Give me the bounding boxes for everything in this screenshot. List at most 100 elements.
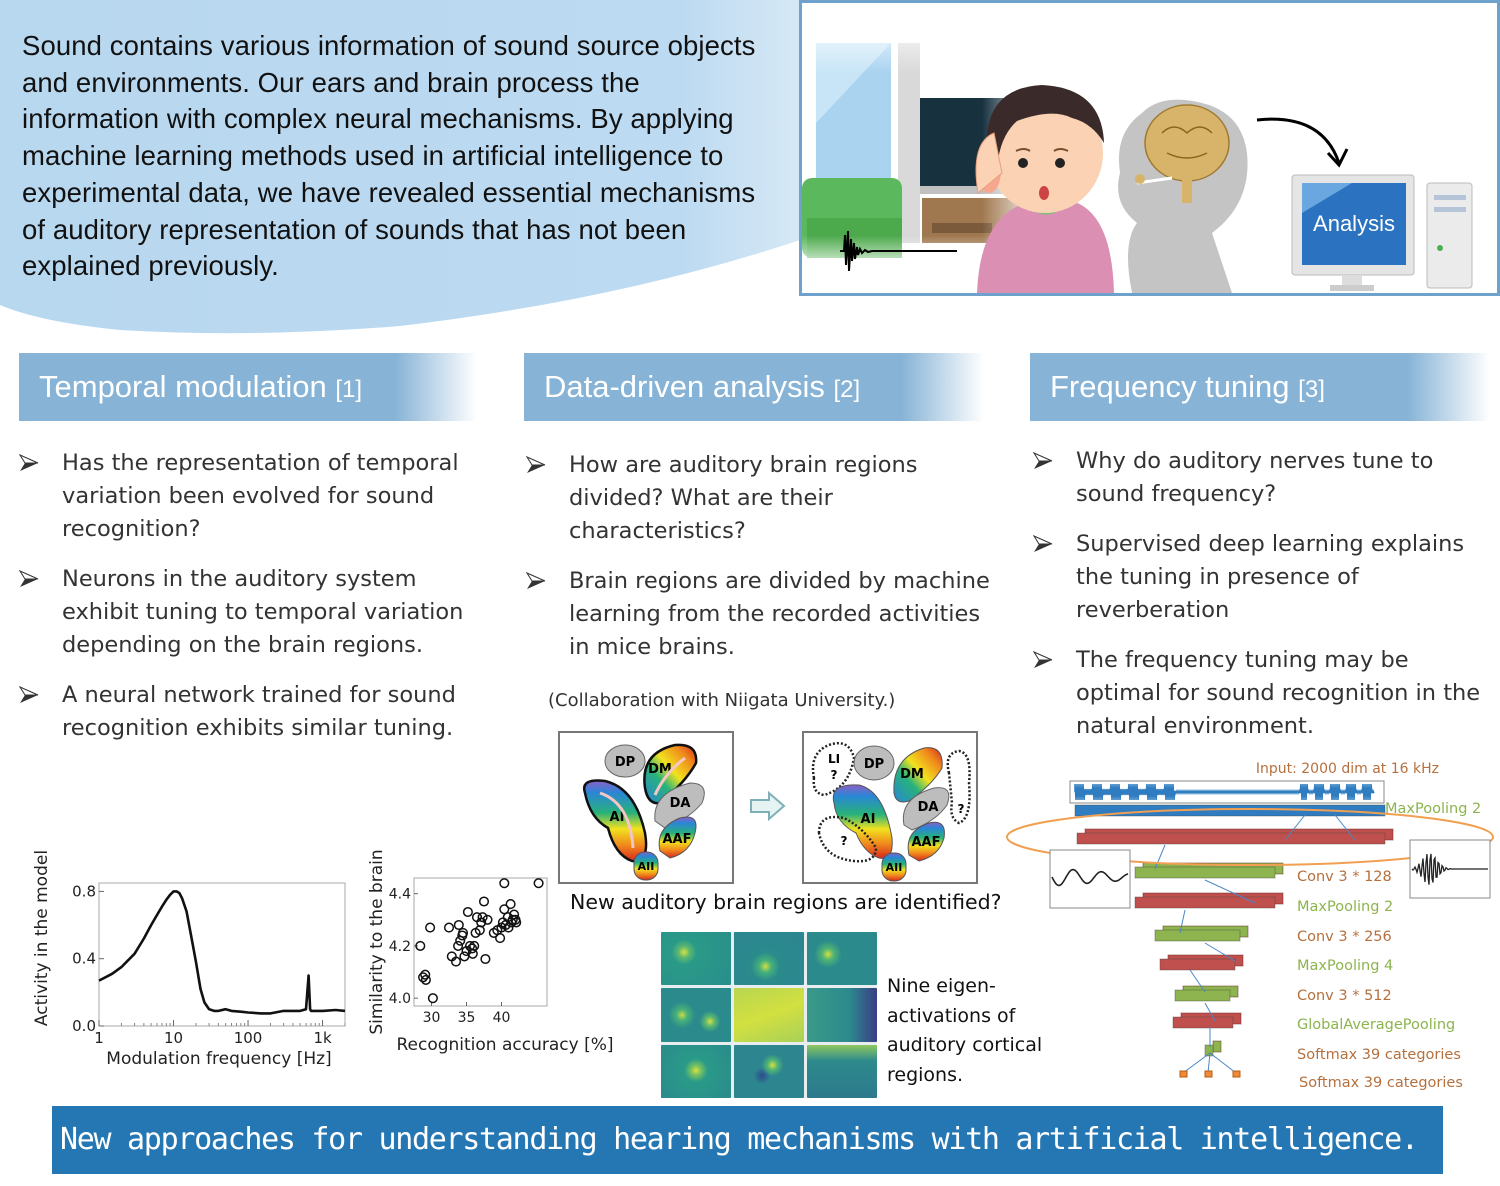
svg-text:?: ?	[841, 834, 848, 848]
layer-label: MaxPooling 2	[1297, 899, 1393, 915]
bullet-item: Supervised deep learning explains the tu…	[1033, 528, 1498, 627]
auditory-cortex-map-known: DP DM DA AI AAF AII	[558, 731, 734, 884]
layer-label: GlobalAveragePooling	[1297, 1017, 1455, 1033]
softmax-node	[1179, 1070, 1188, 1078]
layer-block	[1172, 1016, 1234, 1029]
svg-text:DM: DM	[648, 762, 672, 777]
intro-background	[0, 0, 800, 334]
bullet-item: The frequency tuning may be optimal for …	[1033, 644, 1498, 743]
svg-text:AII: AII	[886, 861, 903, 874]
scatter-point	[503, 922, 514, 933]
bullet-item: Neurons in the auditory system exhibit t…	[19, 563, 489, 662]
section-ref: [3]	[1298, 376, 1325, 403]
region-ai: AI	[582, 779, 648, 863]
scatter-point	[415, 940, 426, 951]
bullet-item: Has the representation of temporal varia…	[19, 447, 489, 546]
brain-map-caption: New auditory brain regions are identifie…	[570, 890, 1002, 914]
layer-label: MaxPooling 4	[1297, 958, 1393, 974]
scatter-point	[418, 972, 429, 983]
scatter-point	[476, 917, 487, 928]
eigen-activation-image	[807, 988, 877, 1042]
connection-line	[1154, 844, 1166, 870]
girl-listening-icon	[975, 85, 1114, 293]
svg-text:LI: LI	[828, 752, 840, 766]
scatter-point	[511, 917, 522, 928]
svg-text:?: ?	[831, 768, 838, 782]
bullet-item: How are auditory brain regions divided? …	[526, 449, 996, 548]
computer-icon: Analysis	[1291, 174, 1473, 291]
modulation-frequency-line-chart: Activity in the model Modulation frequen…	[32, 850, 346, 1069]
scatter-point	[453, 940, 464, 951]
arrowhead-bullet-icon	[1033, 535, 1053, 552]
highlight-ellipse	[1006, 808, 1494, 866]
softmax-node	[1232, 1070, 1241, 1078]
y-tick-label: 0.8	[72, 882, 96, 900]
layer-block-back	[1212, 1040, 1222, 1053]
section-ref: [1]	[335, 376, 363, 403]
layer-label: Conv 3 * 128	[1297, 869, 1392, 885]
layer-label: Softmax 39 categories	[1299, 1075, 1463, 1091]
x-tick-label: 40	[493, 1010, 511, 1026]
scatter-point	[499, 878, 510, 889]
conclusion-banner: New approaches for understanding hearing…	[52, 1106, 1443, 1174]
filter-waveform	[1411, 853, 1488, 885]
scatter-point	[478, 896, 490, 907]
layer-block	[1074, 804, 1386, 817]
scatter-point	[427, 993, 438, 1004]
svg-text:?: ?	[958, 802, 965, 816]
svg-text:DA: DA	[918, 800, 939, 815]
svg-text:AII: AII	[638, 860, 655, 873]
region-aii: AII	[633, 851, 659, 881]
hero-illustration: Analysis	[799, 0, 1500, 296]
x-axis-label: Modulation frequency [Hz]	[106, 1049, 331, 1069]
plot-frame	[98, 882, 346, 1027]
section-title: Temporal modulation	[39, 369, 327, 404]
region-unknown-bottom: ?	[817, 815, 878, 863]
bullet-item: A neural network trained for sound recog…	[19, 679, 489, 745]
head-brain-icon	[1118, 99, 1248, 293]
layer-label: Input: 2000 dim at 16 kHz	[1256, 761, 1439, 777]
y-tick-label: 4.2	[389, 939, 411, 955]
bullet-list-frequency-tuning: Why do auditory nerves tune to sound fre…	[1033, 445, 1498, 760]
svg-text:AI: AI	[861, 812, 876, 827]
arrowhead-bullet-icon	[19, 686, 39, 703]
scatter-point	[533, 878, 544, 889]
x-tick-label: 10	[164, 1029, 183, 1047]
plot-frame	[413, 877, 548, 1007]
auditory-cortex-map-new-regions: LI? DP DM DA ? AI ? AAF AII	[802, 731, 978, 884]
svg-text:AAF: AAF	[662, 832, 691, 847]
svg-text:DP: DP	[615, 755, 635, 770]
scatter-point	[480, 953, 491, 965]
svg-text:DM: DM	[900, 767, 924, 782]
y-tick-label: 4.4	[389, 887, 411, 903]
region-aii: AII	[881, 852, 907, 882]
layer-block	[1159, 958, 1236, 971]
arrowhead-bullet-icon	[1033, 651, 1053, 668]
connection-line	[1204, 942, 1236, 962]
scatter-point	[477, 912, 488, 923]
region-dm: DM	[893, 747, 943, 803]
connection-line	[1182, 1052, 1211, 1074]
scatter-point	[467, 943, 478, 954]
arrowhead-bullet-icon	[526, 456, 546, 473]
similarity-scatter-chart: Similarity to the brain Recognition accu…	[367, 849, 614, 1055]
svg-text:AI: AI	[610, 810, 625, 825]
connection-line	[1284, 814, 1306, 841]
section-ref: [2]	[833, 376, 861, 403]
analysis-label: Analysis	[1313, 211, 1395, 236]
connection-line	[1207, 1052, 1211, 1074]
connection-line	[1204, 879, 1256, 904]
scatter-point	[420, 974, 431, 985]
section-title: Data-driven analysis	[544, 369, 825, 404]
layer-block	[1204, 1044, 1214, 1057]
layer-block	[1134, 866, 1276, 879]
x-tick-label: 100	[234, 1029, 263, 1047]
filter-inset-left	[1049, 849, 1131, 909]
region-da: DA	[654, 782, 705, 829]
bullet-list-temporal-modulation: Has the representation of temporal varia…	[19, 447, 489, 762]
y-tick-label: 4.0	[389, 991, 411, 1007]
section-header-frequency-tuning: Frequency tuning [3]	[1030, 353, 1490, 421]
connection-line	[1204, 1002, 1216, 1022]
curved-arrow-icon	[1256, 117, 1349, 168]
section-header-temporal-modulation: Temporal modulation [1]	[19, 353, 477, 421]
